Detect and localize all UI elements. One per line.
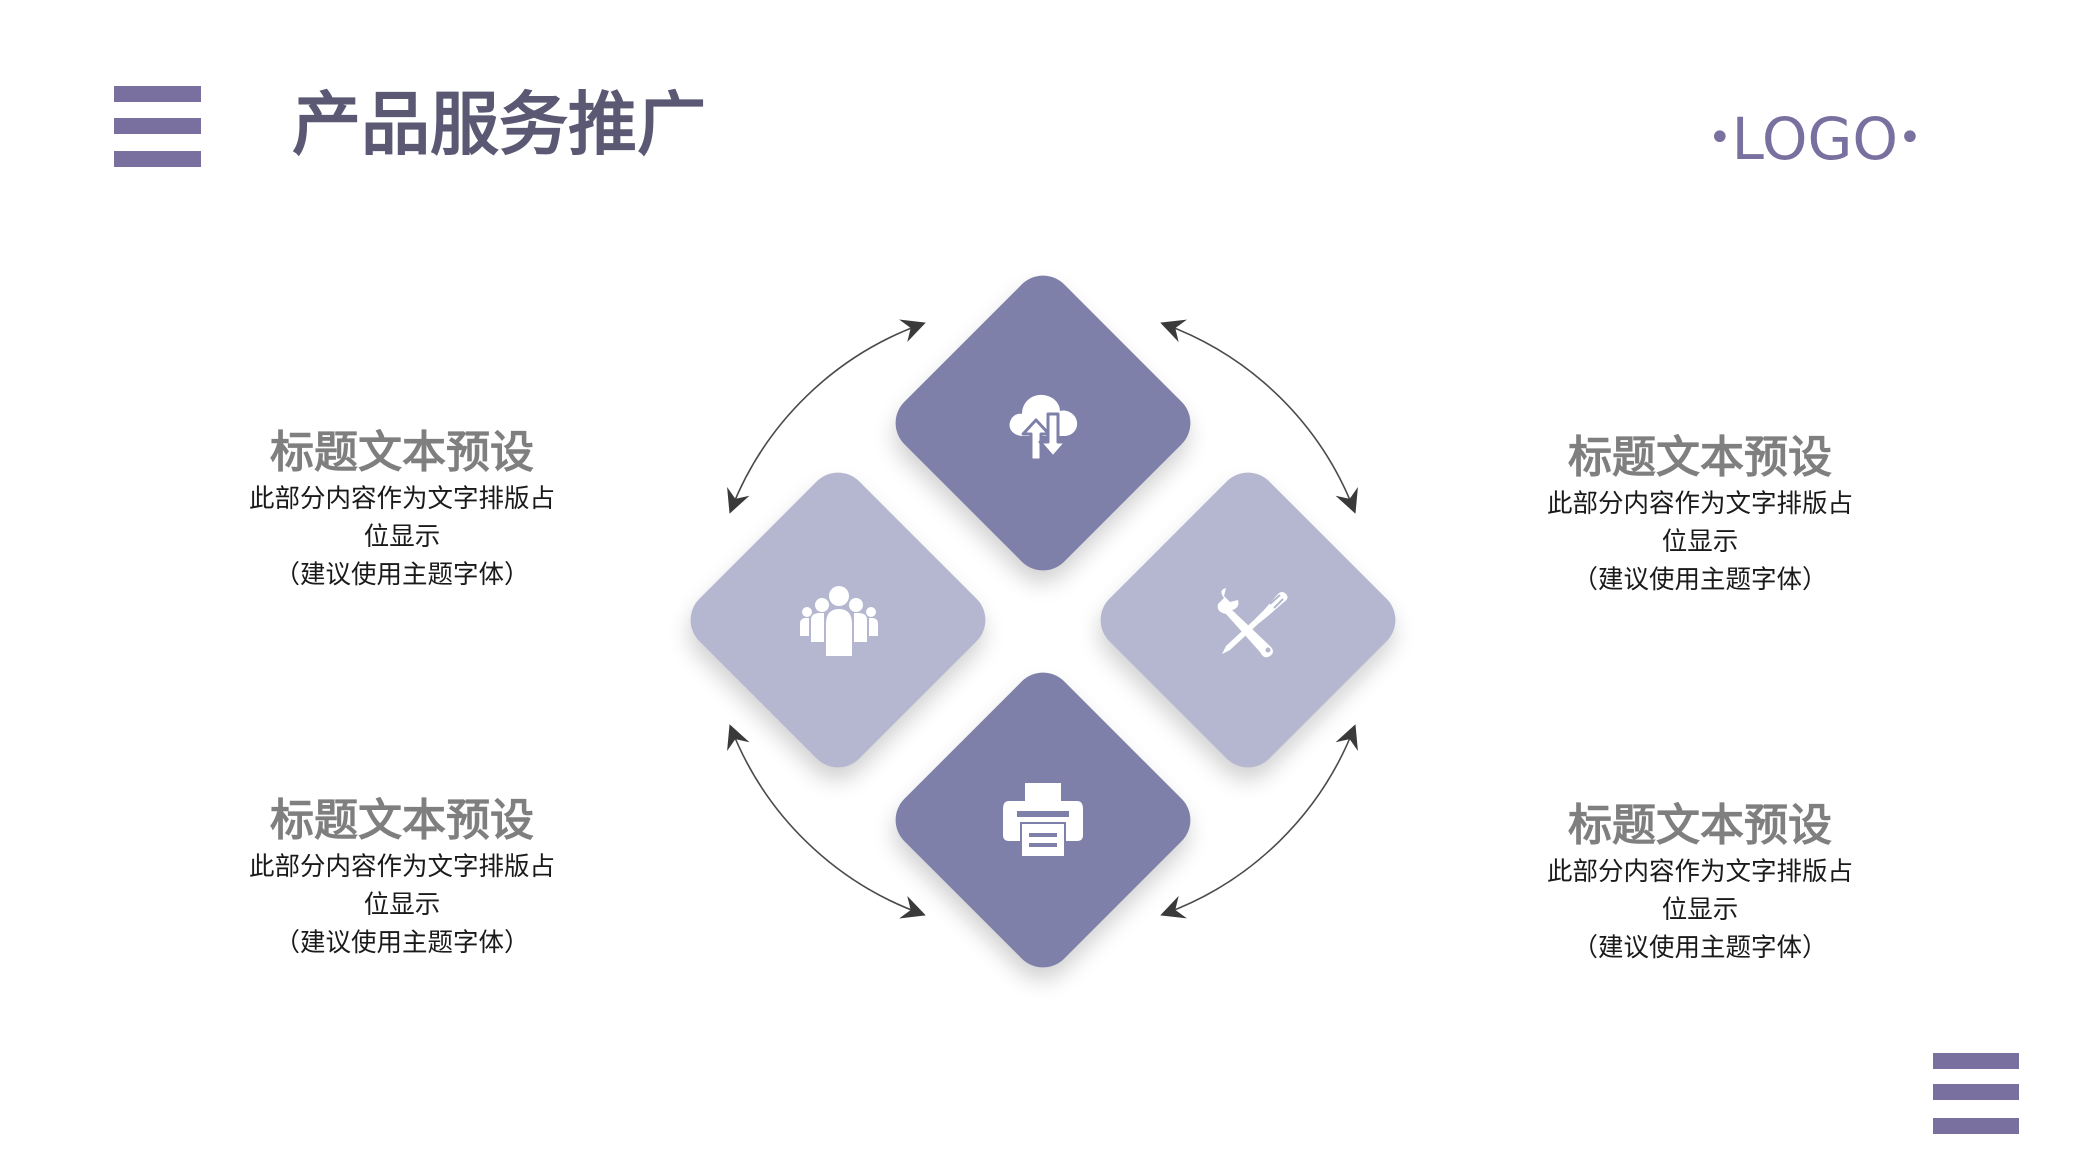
logo: •LOGO• — [1708, 104, 1922, 173]
block-heading: 标题文本预设 — [1568, 432, 1832, 483]
bar — [1933, 1084, 2019, 1100]
body-line: 位显示 — [1661, 895, 1739, 925]
text-block-bottom-right: 标题文本预设 此部分内容作为文字排版占 位显示 （建议使用主题字体） — [1520, 801, 1880, 967]
body-line: （建议使用主题字体） — [274, 560, 530, 590]
logo-dot-right: • — [1898, 115, 1922, 161]
block-body: 此部分内容作为文字排版占 位显示 （建议使用主题字体） — [1520, 485, 1880, 599]
body-line: 位显示 — [1661, 527, 1739, 557]
body-line: （建议使用主题字体） — [1572, 933, 1828, 963]
body-line: 此部分内容作为文字排版占 — [1546, 489, 1853, 519]
bar — [114, 86, 201, 102]
body-line: 位显示 — [363, 522, 441, 552]
block-heading: 标题文本预设 — [1568, 800, 1832, 851]
bar — [114, 151, 201, 167]
body-line: （建议使用主题字体） — [274, 928, 530, 958]
block-body: 此部分内容作为文字排版占 位显示 （建议使用主题字体） — [222, 848, 582, 962]
block-heading: 标题文本预设 — [270, 427, 534, 478]
body-line: （建议使用主题字体） — [1572, 565, 1828, 595]
cloud-upload-download-icon — [1004, 384, 1084, 464]
page-title: 产品服务推广 — [292, 85, 706, 165]
text-block-bottom-left: 标题文本预设 此部分内容作为文字排版占 位显示 （建议使用主题字体） — [222, 796, 582, 962]
body-line: 位显示 — [363, 890, 441, 920]
printer-icon — [1003, 783, 1083, 857]
block-heading: 标题文本预设 — [270, 795, 534, 846]
block-body: 此部分内容作为文字排版占 位显示 （建议使用主题字体） — [1520, 853, 1880, 967]
menu-bars-icon — [114, 86, 201, 167]
people-group-icon — [796, 584, 882, 656]
bar — [1933, 1053, 2019, 1069]
body-line: 此部分内容作为文字排版占 — [248, 484, 555, 514]
bar — [1933, 1118, 2019, 1134]
text-block-top-right: 标题文本预设 此部分内容作为文字排版占 位显示 （建议使用主题字体） — [1520, 433, 1880, 599]
logo-dot-left: • — [1708, 115, 1732, 161]
decor-bars-icon — [1933, 1053, 2019, 1134]
logo-text: LOGO — [1731, 105, 1899, 173]
bar — [114, 118, 201, 134]
text-block-top-left: 标题文本预设 此部分内容作为文字排版占 位显示 （建议使用主题字体） — [222, 428, 582, 594]
wrench-screwdriver-icon — [1210, 586, 1290, 662]
body-line: 此部分内容作为文字排版占 — [1546, 857, 1853, 887]
block-body: 此部分内容作为文字排版占 位显示 （建议使用主题字体） — [222, 480, 582, 594]
body-line: 此部分内容作为文字排版占 — [248, 852, 555, 882]
